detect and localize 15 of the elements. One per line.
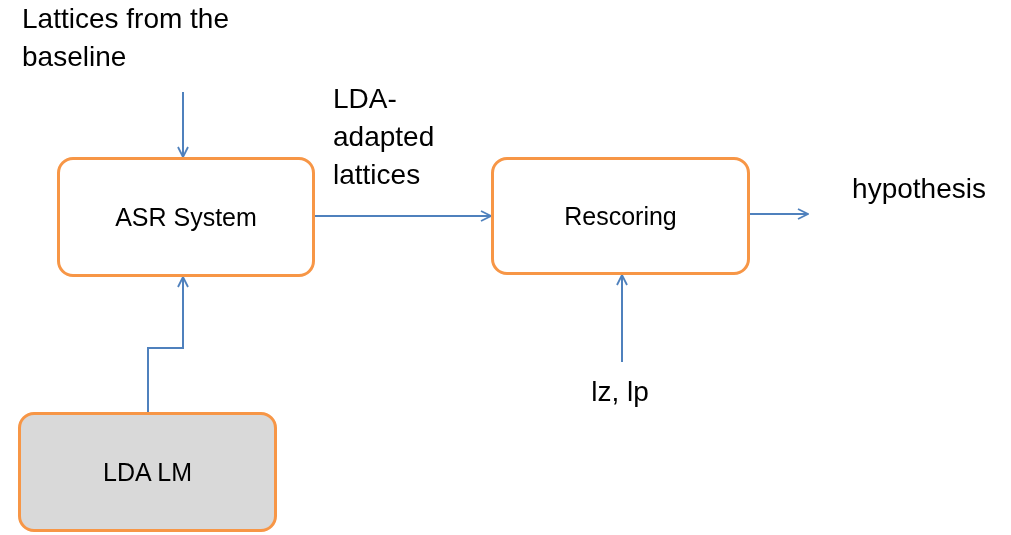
arrow: [177, 91, 189, 158]
arrow: [616, 274, 628, 363]
arrow: [147, 276, 189, 413]
box-label: Rescoring: [564, 201, 677, 231]
box-label: LDA LM: [103, 457, 192, 487]
arrow: [749, 208, 809, 220]
arrow: [314, 210, 492, 222]
output-text: hypothesis: [852, 172, 986, 206]
process-box: [57, 157, 315, 277]
model-box: [18, 412, 277, 532]
box-label: ASR System: [115, 202, 257, 232]
edge-label: LDA- adapted lattices: [333, 82, 436, 192]
parameter-text: lz, lp: [591, 375, 649, 409]
input-text: Lattices from the baseline: [22, 2, 230, 74]
process-box: [491, 157, 750, 275]
